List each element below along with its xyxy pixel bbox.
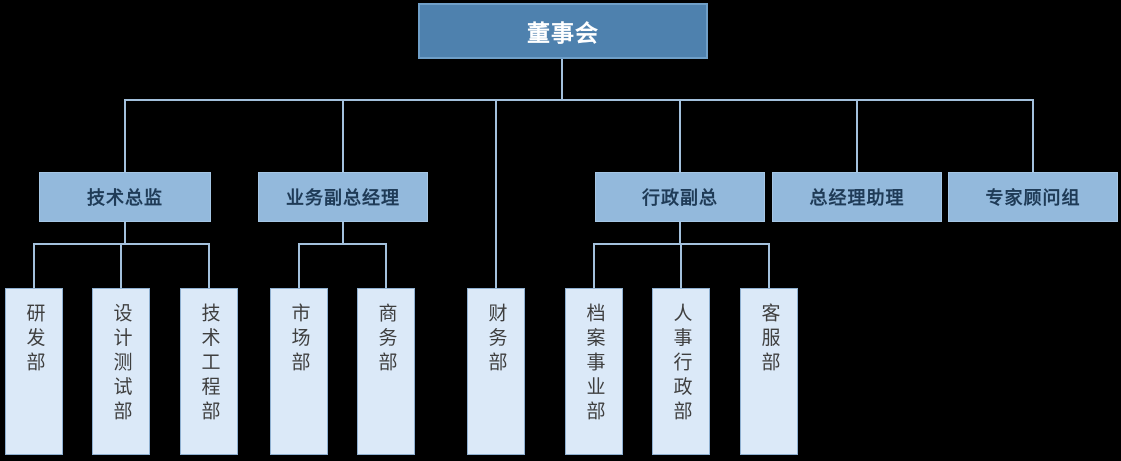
node-design-test-dept[interactable]: 设计测试部 [92, 288, 150, 455]
node-commerce-dept[interactable]: 商务部 [357, 288, 415, 455]
connector-bus [124, 99, 1034, 101]
node-expert-advisors-label: 专家顾问组 [985, 188, 1081, 208]
connector-root-drop [561, 59, 563, 101]
connector-drop-business [342, 101, 344, 172]
connector-admin-stem [679, 222, 681, 245]
connector-drop-marketing [298, 245, 300, 288]
node-hr-admin-dept-label: 人事行政部 [670, 303, 692, 426]
node-marketing-dept-label: 市场部 [288, 303, 310, 377]
connector-drop-rd [33, 245, 35, 288]
connector-business-stem [342, 222, 344, 245]
node-tech-director-label: 技术总监 [87, 188, 163, 208]
connector-tech-stem [124, 222, 126, 245]
node-finance-dept-label: 财务部 [485, 303, 507, 377]
connector-drop-archives [593, 245, 595, 288]
node-tech-engineering-dept[interactable]: 技术工程部 [180, 288, 238, 455]
connector-drop-gm-assist [856, 101, 858, 172]
node-business-deputy-gm[interactable]: 业务副总经理 [258, 172, 428, 222]
node-design-test-dept-label: 设计测试部 [110, 303, 132, 426]
node-tech-director[interactable]: 技术总监 [39, 172, 211, 222]
connector-admin-subbus [593, 243, 770, 245]
connector-tech-subbus [33, 243, 210, 245]
node-gm-assistant[interactable]: 总经理助理 [772, 172, 942, 222]
node-tech-engineering-dept-label: 技术工程部 [198, 303, 220, 426]
node-admin-deputy[interactable]: 行政副总 [595, 172, 765, 222]
connector-drop-tech [124, 101, 126, 172]
node-gm-assistant-label: 总经理助理 [809, 188, 905, 208]
node-marketing-dept[interactable]: 市场部 [270, 288, 328, 455]
connector-drop-tech-eng [208, 245, 210, 288]
connector-drop-admin [679, 101, 681, 172]
node-archives-dept-label: 档案事业部 [583, 303, 605, 426]
node-admin-deputy-label: 行政副总 [642, 188, 718, 208]
node-board-label: 董事会 [527, 20, 599, 46]
connector-business-subbus [298, 243, 387, 245]
node-board[interactable]: 董事会 [418, 3, 708, 59]
connector-drop-finance [495, 101, 497, 288]
node-rd-dept[interactable]: 研发部 [5, 288, 63, 455]
connector-drop-commerce [385, 245, 387, 288]
connector-drop-design-test [120, 245, 122, 288]
node-hr-admin-dept[interactable]: 人事行政部 [652, 288, 710, 455]
node-finance-dept[interactable]: 财务部 [467, 288, 525, 455]
connector-drop-experts [1032, 101, 1034, 172]
node-commerce-dept-label: 商务部 [375, 303, 397, 377]
connector-drop-hr-admin [680, 245, 682, 288]
node-expert-advisors[interactable]: 专家顾问组 [948, 172, 1118, 222]
node-business-deputy-gm-label: 业务副总经理 [286, 188, 400, 208]
node-archives-dept[interactable]: 档案事业部 [565, 288, 623, 455]
connector-drop-cust-serv [768, 245, 770, 288]
node-rd-dept-label: 研发部 [23, 303, 45, 377]
node-customer-service-dept-label: 客服部 [758, 303, 780, 377]
node-customer-service-dept[interactable]: 客服部 [740, 288, 798, 455]
